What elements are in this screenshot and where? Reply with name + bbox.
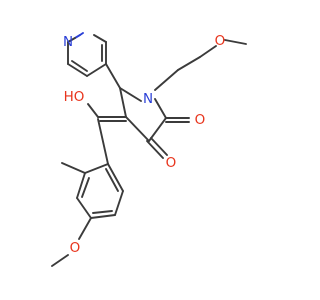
pyridine-nitrogen-label: N	[63, 34, 73, 50]
c3-carbonyl-bond-a	[146, 140, 164, 159]
aryl-methoxy-oxygen-label: O	[70, 240, 81, 256]
aryl-methoxy-bond-1	[78, 217, 92, 240]
methoxyethyl-chain	[154, 39, 247, 91]
hydroxyl-bond	[87, 103, 99, 118]
pyridine-to-c5-bond	[105, 63, 121, 89]
molecule-drawing: N N O O O HO	[51, 32, 247, 267]
chain-ether-oxygen-label: O	[215, 33, 226, 49]
pyridine-ring	[67, 32, 107, 77]
hydroxyl-label: HO	[64, 89, 85, 105]
c3-carbonyl-bond-b	[150, 137, 168, 156]
aryl-methyl-bond	[61, 162, 86, 174]
c2-carbonyl-oxygen-label: O	[195, 112, 206, 128]
aryl-ring	[76, 163, 124, 219]
aryl-methoxy-bond-2	[51, 254, 69, 267]
pyrrolidine-ring	[119, 87, 167, 142]
ring-nitrogen-label: N	[143, 91, 153, 107]
c3-carbonyl-oxygen-label: O	[166, 155, 177, 171]
to-aryl-bond	[97, 118, 109, 165]
structure-canvas: N N O O O HO	[51, 32, 247, 267]
